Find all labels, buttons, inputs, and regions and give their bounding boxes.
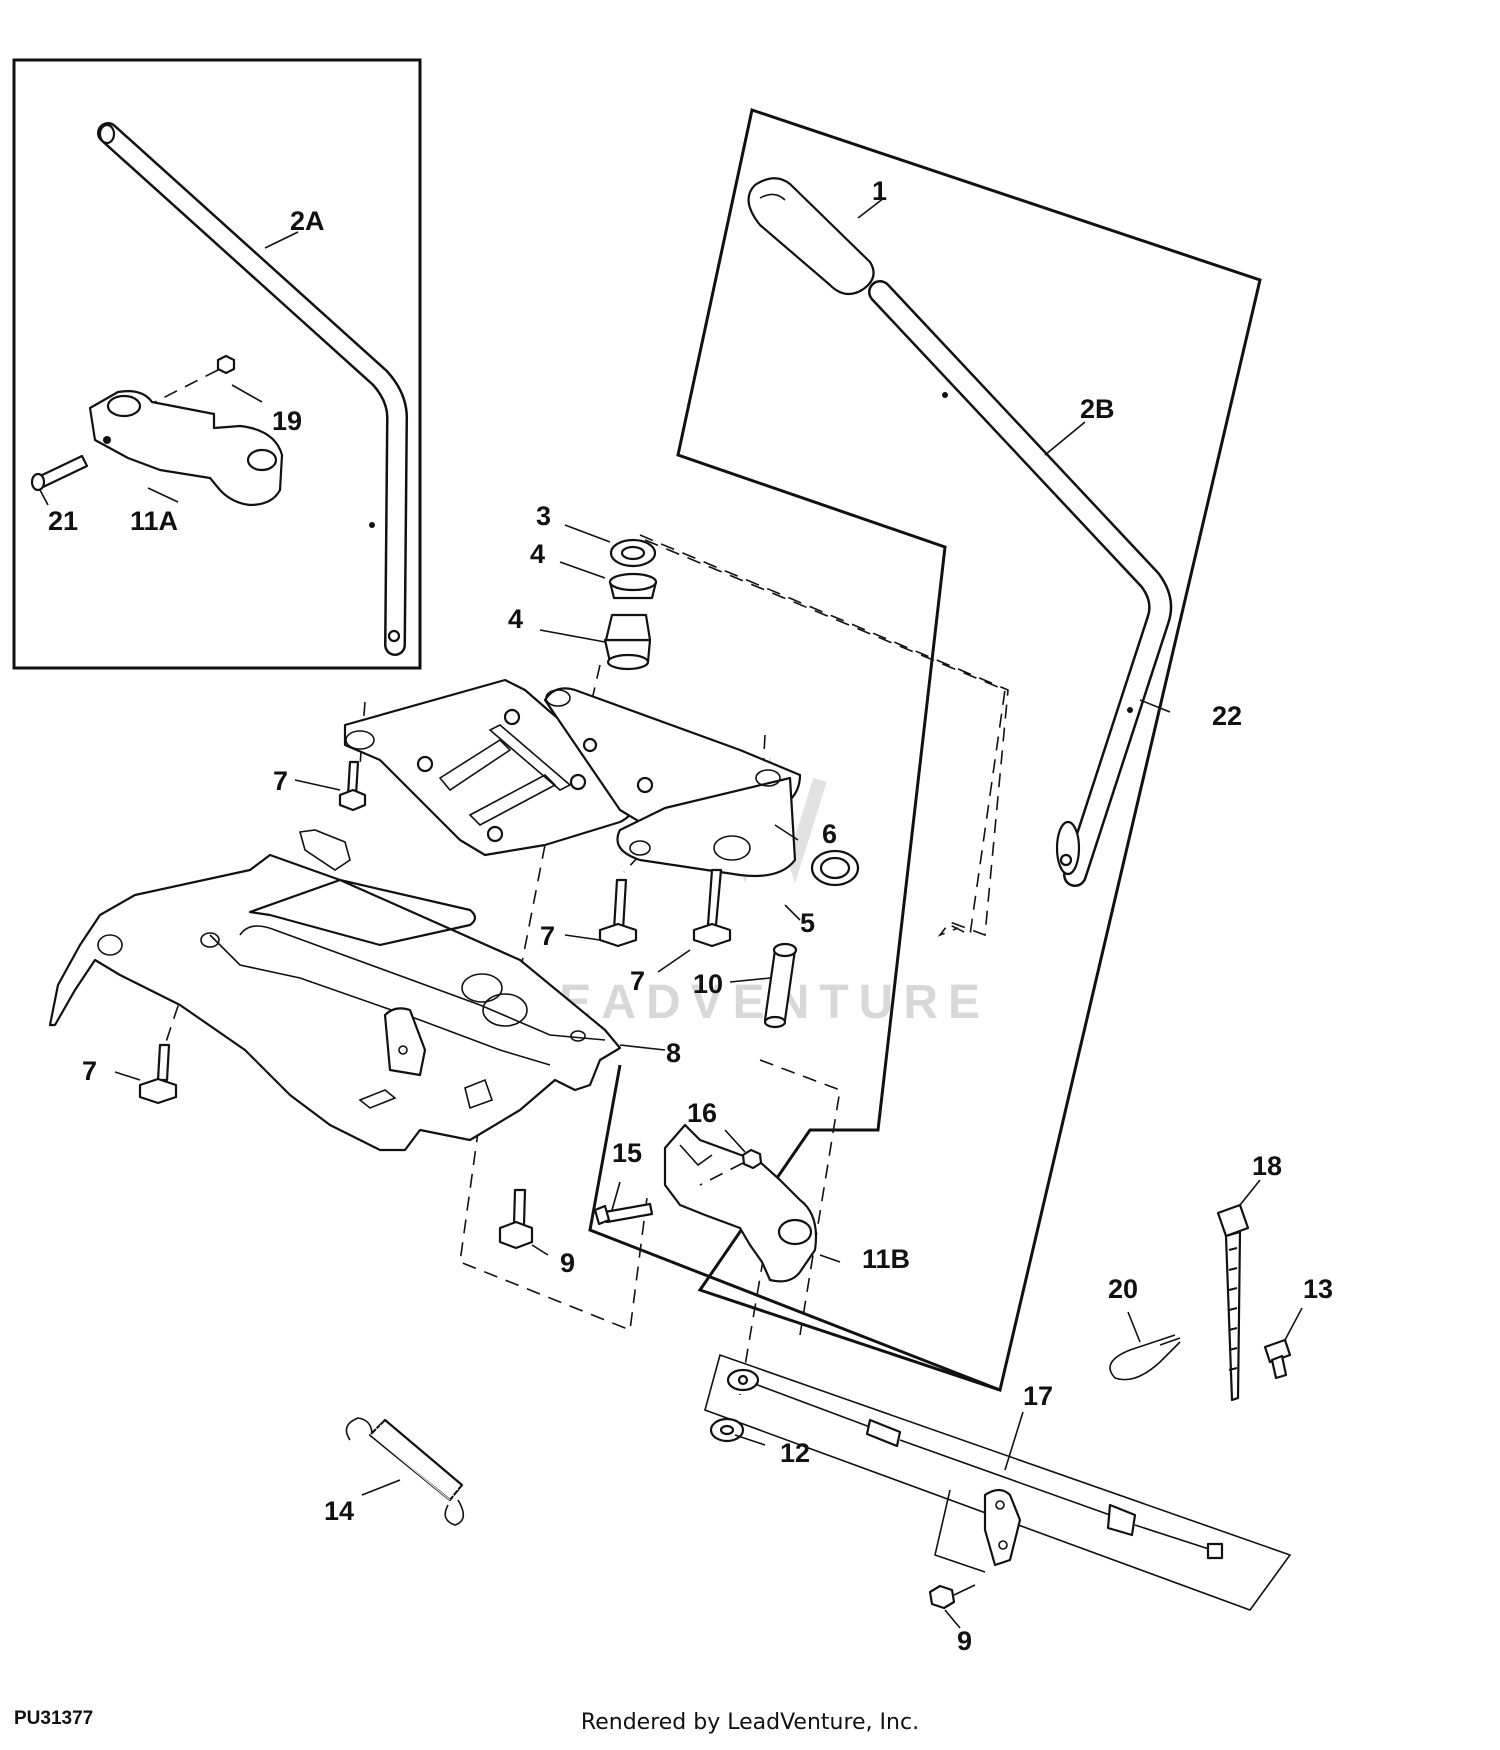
figure-id: PU31377 xyxy=(14,1708,94,1729)
callout-21: 21 xyxy=(48,506,78,536)
dashed-path-pin xyxy=(759,1059,841,1336)
callout-7-b: 7 xyxy=(540,921,555,951)
outline-box-arm-11b xyxy=(588,1064,1001,1392)
inset-box-2a xyxy=(12,58,422,670)
bolt-9-left xyxy=(498,1188,534,1250)
dashed-path-lower xyxy=(459,1059,649,1332)
callout-7-a: 7 xyxy=(273,766,288,796)
bolt-7-d xyxy=(138,1043,178,1105)
bolt-21 xyxy=(30,454,89,492)
callout-3: 3 xyxy=(536,501,551,531)
bolt-7-c xyxy=(692,868,732,948)
callout-11a: 11A xyxy=(130,506,178,536)
callout-20: 20 xyxy=(1108,1274,1138,1304)
pivot-arm-11b xyxy=(663,1123,818,1283)
callout-13: 13 xyxy=(1303,1274,1333,1304)
callout-2b: 2B xyxy=(1080,394,1115,424)
dashed-path-lever xyxy=(639,534,1009,937)
cable-bracket xyxy=(983,1488,1022,1567)
bolt-15 xyxy=(593,1202,654,1226)
lever-2a xyxy=(97,122,409,656)
hair-pin-clip-20 xyxy=(1109,1334,1181,1381)
render-credit: Rendered by LeadVenture, Inc. xyxy=(580,1710,920,1735)
bolt-7-b xyxy=(598,878,638,948)
outline-box-bracket xyxy=(934,1489,986,1573)
callout-19: 19 xyxy=(272,406,302,436)
bolt-9-right xyxy=(928,1584,976,1610)
callout-5: 5 xyxy=(800,908,815,938)
callout-16: 16 xyxy=(687,1098,717,1128)
washer-5 xyxy=(810,849,860,887)
callout-7-d: 7 xyxy=(82,1056,97,1086)
mounting-plate xyxy=(343,678,802,878)
cable-tie-18 xyxy=(1216,1203,1250,1402)
callout-17: 17 xyxy=(1023,1381,1053,1411)
callout-9-left: 9 xyxy=(560,1248,575,1278)
washer-12 xyxy=(709,1417,745,1443)
callout-7-c: 7 xyxy=(630,966,645,996)
callout-8: 8 xyxy=(666,1038,681,1068)
pin-10 xyxy=(763,942,798,1029)
lever-2b xyxy=(868,280,1173,887)
bushing-4-upper xyxy=(608,572,658,600)
nut-19 xyxy=(154,354,236,403)
spring-14 xyxy=(345,1417,465,1526)
bushing-4-lower xyxy=(603,613,652,671)
nut-16 xyxy=(699,1148,763,1186)
watermark-text: LEADVENTURE xyxy=(520,976,990,1029)
cable-17 xyxy=(726,1368,1224,1560)
outline-box-lever-assembly xyxy=(676,108,1262,1392)
callout-1: 1 xyxy=(872,176,887,206)
base-plate-8 xyxy=(48,829,622,1152)
bolt-7-a xyxy=(338,760,367,812)
dashed-path-lever-b xyxy=(644,539,1006,937)
callout-14: 14 xyxy=(324,1496,354,1526)
washer-3 xyxy=(609,538,657,568)
callout-18: 18 xyxy=(1252,1151,1282,1181)
callout-15: 15 xyxy=(612,1138,642,1168)
callout-22: 22 xyxy=(1212,701,1242,731)
callout-11b: 11B xyxy=(862,1244,910,1274)
callout-2a: 2A xyxy=(290,206,325,236)
push-clip-13 xyxy=(1263,1338,1292,1380)
outline-box-cable xyxy=(704,1353,1292,1611)
knob-1 xyxy=(747,177,875,296)
callout-10: 10 xyxy=(693,969,723,999)
callout-9-right: 9 xyxy=(957,1626,972,1656)
pivot-arm-11a xyxy=(88,390,284,507)
callout-4-lower: 4 xyxy=(508,604,523,634)
callout-6: 6 xyxy=(822,819,837,849)
callout-4-upper: 4 xyxy=(530,539,545,569)
leader-lines xyxy=(39,197,1303,1629)
callout-12: 12 xyxy=(780,1438,810,1468)
